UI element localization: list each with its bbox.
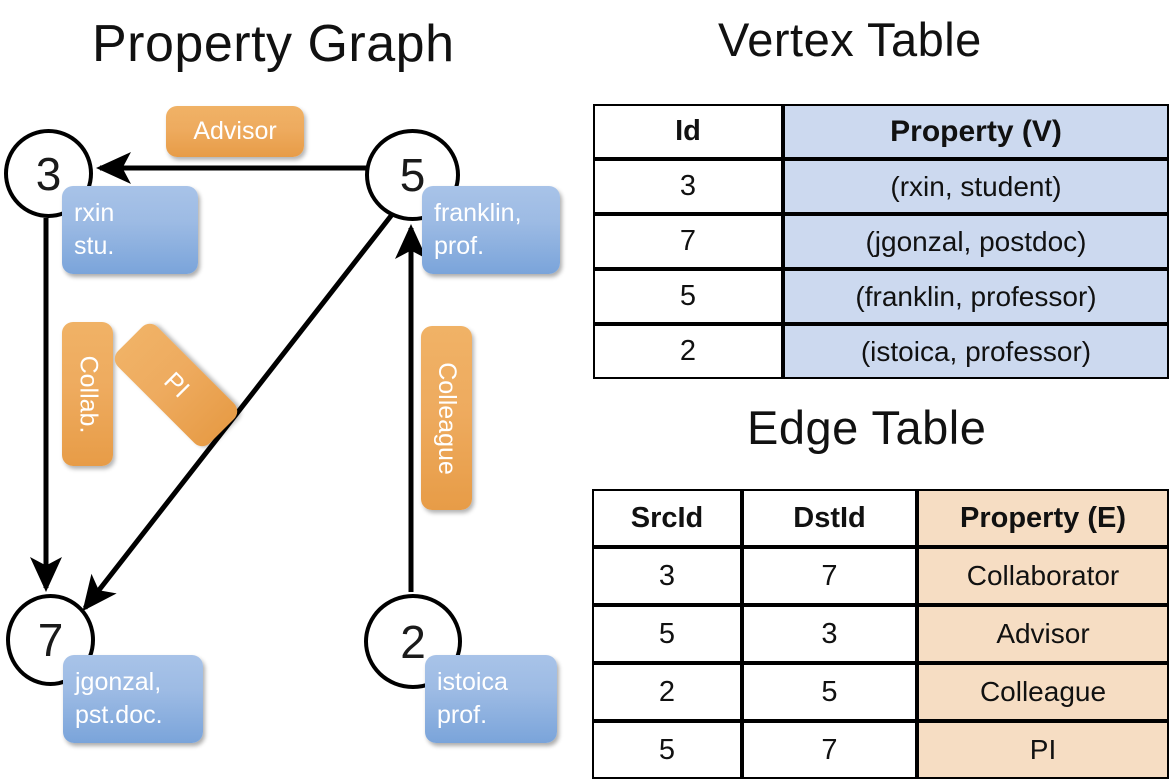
edge-cell-property: PI [917,721,1169,779]
vertex-property-line-1: franklin, [434,199,522,227]
graph-node-3-label: 3 [35,147,62,200]
vertex-property-line-1: rxin [74,199,115,227]
vertex-cell-property: (rxin, student) [783,159,1169,214]
vertex-property-line-1: istoica [437,668,508,696]
vertex-property-line-2: pst.doc. [75,701,163,729]
table-row[interactable]: 3 (rxin, student) [593,159,1169,214]
vertex-cell-property: (istoica, professor) [783,324,1169,379]
vertex-property-box-2[interactable]: istoica prof. [425,655,557,743]
graph-node-5[interactable]: 5 [365,129,460,221]
vertex-property-box-3[interactable]: rxin stu. [62,186,198,274]
table-row[interactable]: 2 5 Colleague [592,663,1169,721]
table-row[interactable]: 2 (istoica, professor) [593,324,1169,379]
vertex-property-line-2: prof. [437,701,488,729]
edge-cell-dstid: 5 [742,663,917,721]
table-row[interactable]: 5 3 Advisor [592,605,1169,663]
vertex-property-line-2: stu. [74,232,115,260]
edge-table-header-srcid: SrcId [592,489,742,547]
edge-5-to-7 [82,210,396,612]
edge-table-header-property: Property (E) [917,489,1169,547]
edge-cell-property: Collaborator [917,547,1169,605]
graph-node-2[interactable]: 2 [364,594,462,689]
property-graph-diagram: 3 5 7 2 rxin stu. franklin, prof. jgonza… [0,0,585,760]
page-title-edge-table: Edge Table [747,401,987,454]
graph-node-5-label: 5 [399,149,426,201]
edge-label-pi: PI [158,366,195,403]
vertex-property-box-7[interactable]: jgonzal, pst.doc. [63,655,203,743]
edge-cell-property: Advisor [917,605,1169,663]
vertex-cell-id: 2 [593,324,783,379]
edge-label-box-colleague[interactable]: Colleague [421,326,472,510]
table-row[interactable]: 5 7 PI [592,721,1169,779]
vertex-property-box-5[interactable]: franklin, prof. [422,186,560,274]
vertex-cell-id: 3 [593,159,783,214]
vertex-table: Id Property (V) 3 (rxin, student) 7 (jgo… [593,104,1169,379]
edge-label-colleague: Colleague [433,361,461,475]
graph-node-2-label: 2 [400,615,426,668]
edge-cell-dstid: 7 [742,721,917,779]
edge-label-advisor: Advisor [193,117,277,145]
edge-cell-srcid: 5 [592,721,742,779]
page-title-vertex-table: Vertex Table [718,13,982,66]
vertex-cell-id: 5 [593,269,783,324]
edge-cell-dstid: 3 [742,605,917,663]
edge-cell-property: Colleague [917,663,1169,721]
graph-node-7-label: 7 [37,614,64,666]
edge-cell-srcid: 5 [592,605,742,663]
vertex-table-header-row: Id Property (V) [593,104,1169,159]
edge-cell-dstid: 7 [742,547,917,605]
vertex-table-header-id: Id [593,104,783,159]
edge-table-header-row: SrcId DstId Property (E) [592,489,1169,547]
edge-label-collab: Collab. [74,355,103,433]
edge-cell-srcid: 3 [592,547,742,605]
vertex-table-header-property: Property (V) [783,104,1169,159]
vertex-property-line-2: prof. [434,232,485,260]
vertex-cell-id: 7 [593,214,783,269]
vertex-cell-property: (jgonzal, postdoc) [783,214,1169,269]
vertex-cell-property: (franklin, professor) [783,269,1169,324]
edge-table: SrcId DstId Property (E) 3 7 Collaborato… [592,489,1169,779]
edge-cell-srcid: 2 [592,663,742,721]
edge-label-box-collab[interactable]: Collab. [62,322,113,466]
vertex-property-line-1: jgonzal, [75,668,162,696]
table-row[interactable]: 7 (jgonzal, postdoc) [593,214,1169,269]
edge-table-header-dstid: DstId [742,489,917,547]
table-row[interactable]: 3 7 Collaborator [592,547,1169,605]
page-title-property-graph: Property Graph [92,15,455,73]
edge-label-box-advisor[interactable]: Advisor [166,106,304,157]
table-row[interactable]: 5 (franklin, professor) [593,269,1169,324]
graph-edge-arrows [30,152,427,612]
